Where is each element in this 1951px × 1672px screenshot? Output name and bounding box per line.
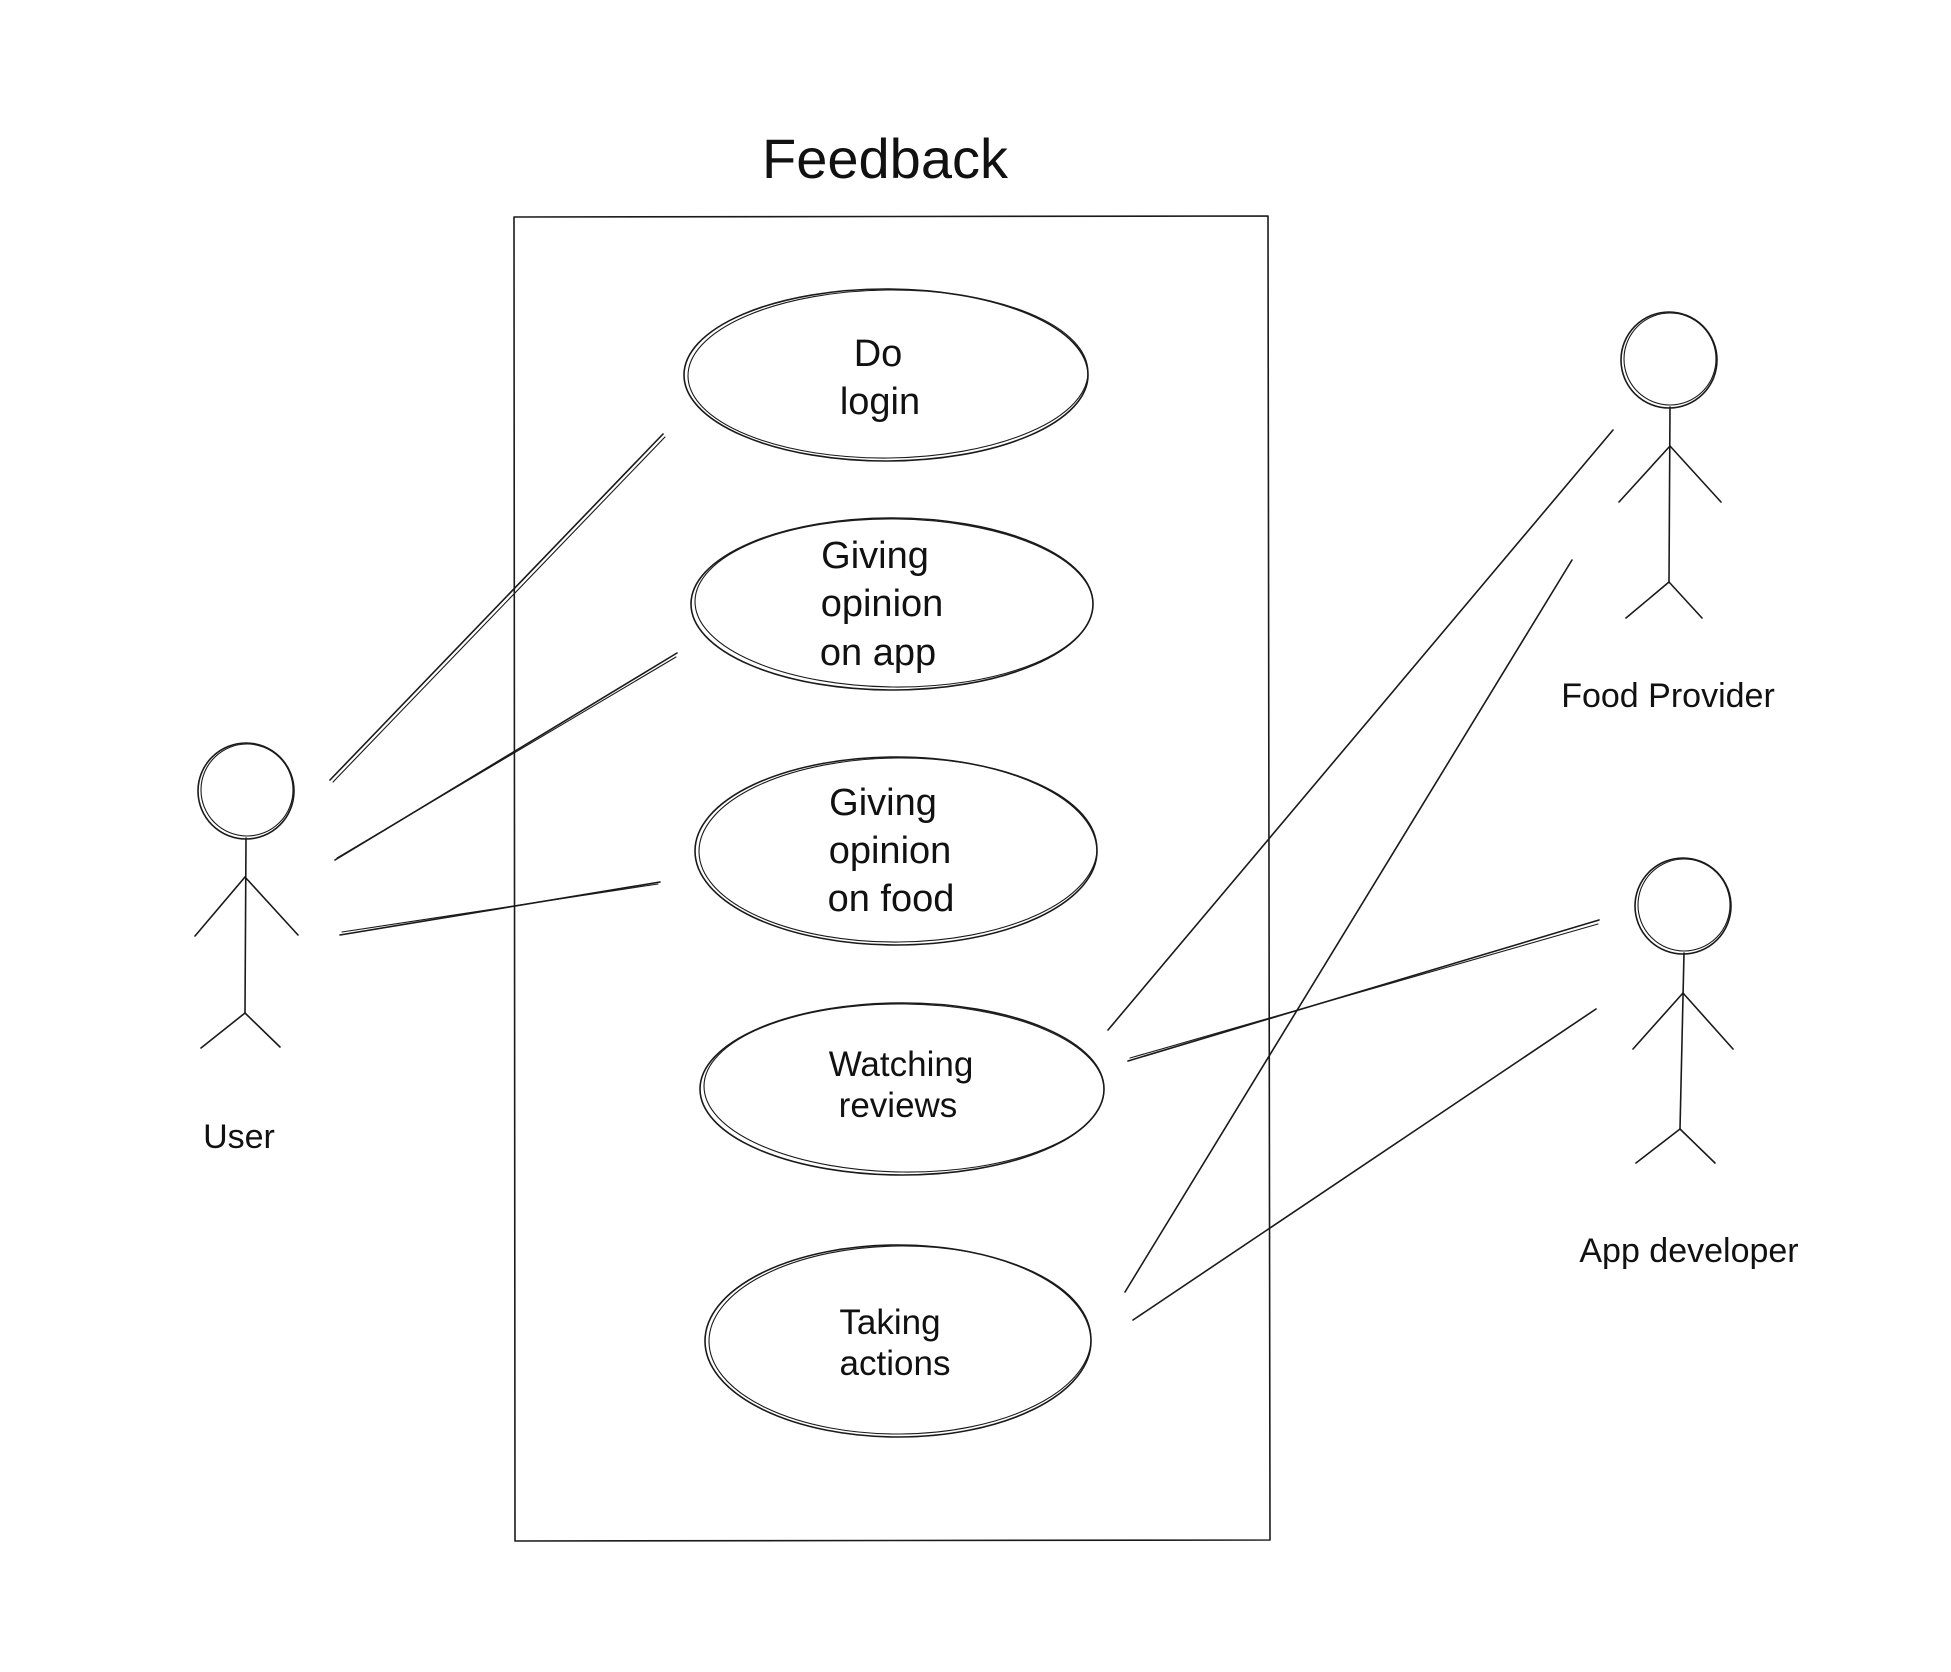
use-case-giving-opinion-on-food: Giving opinion on food [694, 756, 1098, 946]
use-case-giving-opinion-on-app: Giving opinion on app [690, 517, 1094, 691]
use-case-taking-actions: Taking actions [704, 1244, 1092, 1438]
actor-label: User [203, 1118, 275, 1156]
actor-user: User [194, 742, 299, 1156]
use-case-label: reviews [839, 1086, 958, 1125]
actor-app-developer: App developer [1579, 857, 1799, 1270]
use-case-label: opinion [821, 583, 944, 625]
actor-label: Food Provider [1561, 677, 1775, 715]
use-case-label: Giving [829, 782, 937, 824]
use-case-label: login [840, 381, 920, 423]
use-case-label: actions [840, 1344, 951, 1383]
association-user-do-login [329, 433, 666, 783]
association-user-giving-opinion-on-app [334, 652, 678, 861]
use-case-watching-reviews: Watching reviews [699, 1002, 1105, 1176]
system-title: Feedback [762, 127, 1009, 190]
actor-food-provider: Food Provider [1561, 311, 1775, 715]
use-case-do-login: Do login [683, 288, 1089, 462]
use-case-label: on food [828, 878, 955, 920]
association-app-developer-taking-actions [1132, 1008, 1597, 1321]
system-boundary: Feedback [513, 127, 1271, 1542]
association-food-provider-watching-reviews [1107, 429, 1614, 1031]
use-case-label: Watching [829, 1045, 974, 1084]
association-app-developer-watching-reviews [1127, 919, 1600, 1062]
use-case-label: Do [854, 333, 903, 375]
actor-label: App developer [1579, 1232, 1798, 1270]
use-case-label: Taking [839, 1303, 940, 1342]
associations [329, 429, 1614, 1321]
association-user-giving-opinion-on-food [339, 881, 661, 936]
use-case-label: on app [820, 632, 936, 674]
use-case-label: opinion [829, 830, 952, 872]
use-case-label: Giving [821, 535, 929, 577]
association-food-provider-taking-actions [1124, 559, 1573, 1293]
